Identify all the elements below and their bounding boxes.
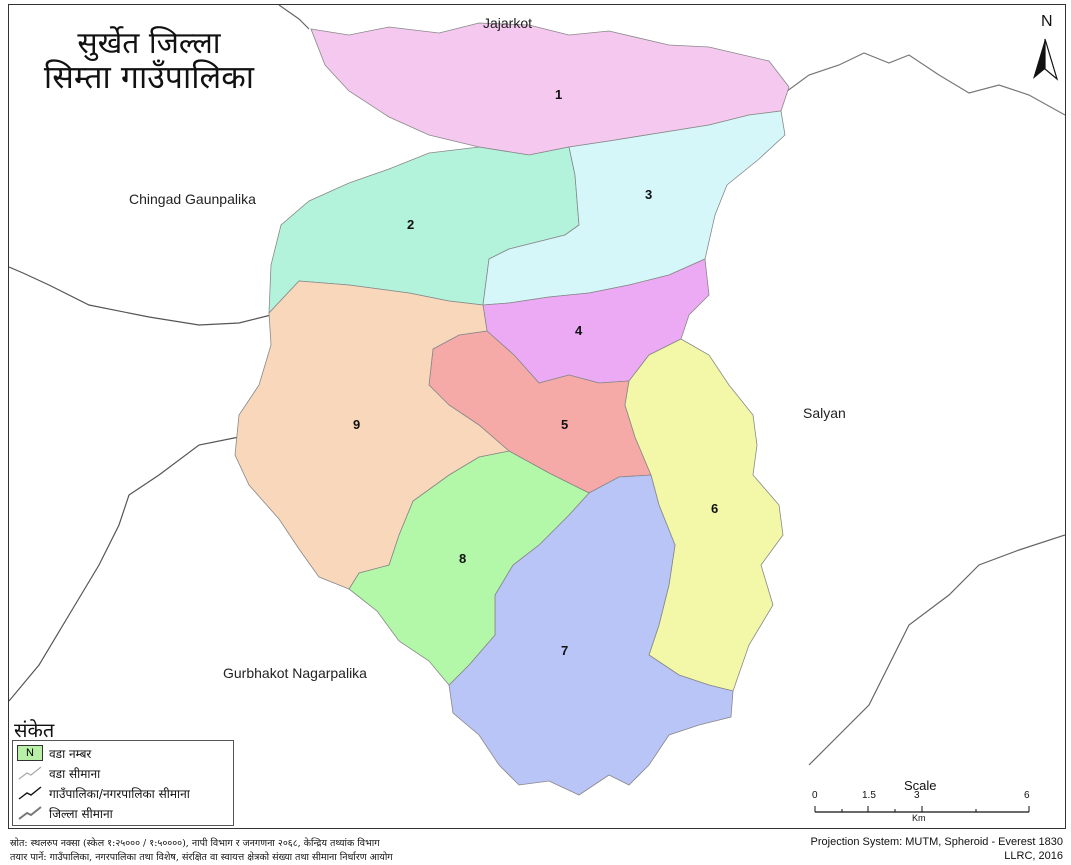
map-title-district: सुर्खेत जिल्ला: [77, 26, 221, 61]
legend-label: वडा नम्बर: [49, 747, 92, 761]
scale-bar-line: [814, 806, 1030, 813]
boundary-northeast: [778, 52, 1065, 116]
boundary-east: [808, 534, 1065, 766]
scale-unit: Km: [912, 813, 926, 823]
source-note: स्रोत: स्थलरुप नक्सा (स्केल १:२५००० / १:…: [10, 838, 380, 849]
north-arrow-icon: [1033, 38, 1059, 81]
ward-number-8: 8: [459, 551, 467, 566]
prepared-by-note: तयार पार्ने: गाउँपालिका, नगरपालिका तथा व…: [10, 852, 393, 863]
ward-number-1: 1: [555, 87, 563, 102]
ward-symbol: N: [17, 745, 43, 761]
ward-number-9: 9: [353, 417, 361, 432]
district-boundary-line-icon: [18, 806, 42, 820]
label-jajarkot: Jajarkot: [483, 15, 533, 31]
label-gurbhakot-nagarpalika: Gurbhakot Nagarpalika: [223, 665, 367, 681]
north-letter: N: [1041, 13, 1053, 30]
map-canvas: [9, 5, 1065, 796]
ward-number-7: 7: [561, 643, 569, 658]
scale-tick-label: 6: [1024, 790, 1030, 801]
ward-9-area[interactable]: [234, 280, 510, 590]
boundary-southwest: [9, 436, 240, 702]
ward-number-3: 3: [645, 187, 653, 202]
ward-number-6: 6: [711, 501, 719, 516]
legend-title: संकेत: [14, 718, 55, 742]
legend-item-ward-boundary: वडा सीमाना: [13, 763, 233, 783]
legend-item-ward-number: N वडा नम्बर: [13, 743, 233, 763]
ward-boundary-line-icon: [18, 766, 42, 780]
map-frame: सुर्खेत जिल्ला सिम्ता गाउँपालिका N Jajar…: [8, 4, 1066, 829]
legend-label: गाउँपालिका/नगरपालिका सीमाना: [49, 787, 190, 801]
legend-label: जिल्ला सीमाना: [49, 807, 113, 821]
scale-tick-label: 1.5: [862, 790, 876, 801]
legend: N वडा नम्बर वडा सीमाना गाउँपालिका/नगरपाल…: [12, 740, 234, 826]
ward-number-5: 5: [561, 417, 569, 432]
legend-label: वडा सीमाना: [49, 767, 101, 781]
map-title-municipality: सिम्ता गाउँपालिका: [43, 58, 255, 96]
boundary-west: [9, 266, 272, 326]
ward-number-4: 4: [575, 323, 583, 338]
scale-bar: 0 1.5 3 6: [810, 790, 1040, 826]
scale-title: Scale: [904, 778, 937, 793]
legend-item-district-boundary: जिल्ला सीमाना: [13, 803, 233, 823]
scale-tick-label: 3: [914, 790, 920, 801]
ward-number-2: 2: [407, 217, 415, 232]
boundary-north: [278, 5, 310, 30]
scale-tick-label: 0: [812, 790, 818, 801]
credit: LLRC, 2016: [1004, 850, 1063, 862]
label-salyan: Salyan: [803, 405, 846, 421]
label-chingad-gaunpalika: Chingad Gaunpalika: [129, 191, 256, 207]
municipality-boundary-line-icon: [18, 786, 42, 800]
legend-item-municipality-boundary: गाउँपालिका/नगरपालिका सीमाना: [13, 783, 233, 803]
projection-info: Projection System: MUTM, Spheroid - Ever…: [810, 836, 1063, 848]
